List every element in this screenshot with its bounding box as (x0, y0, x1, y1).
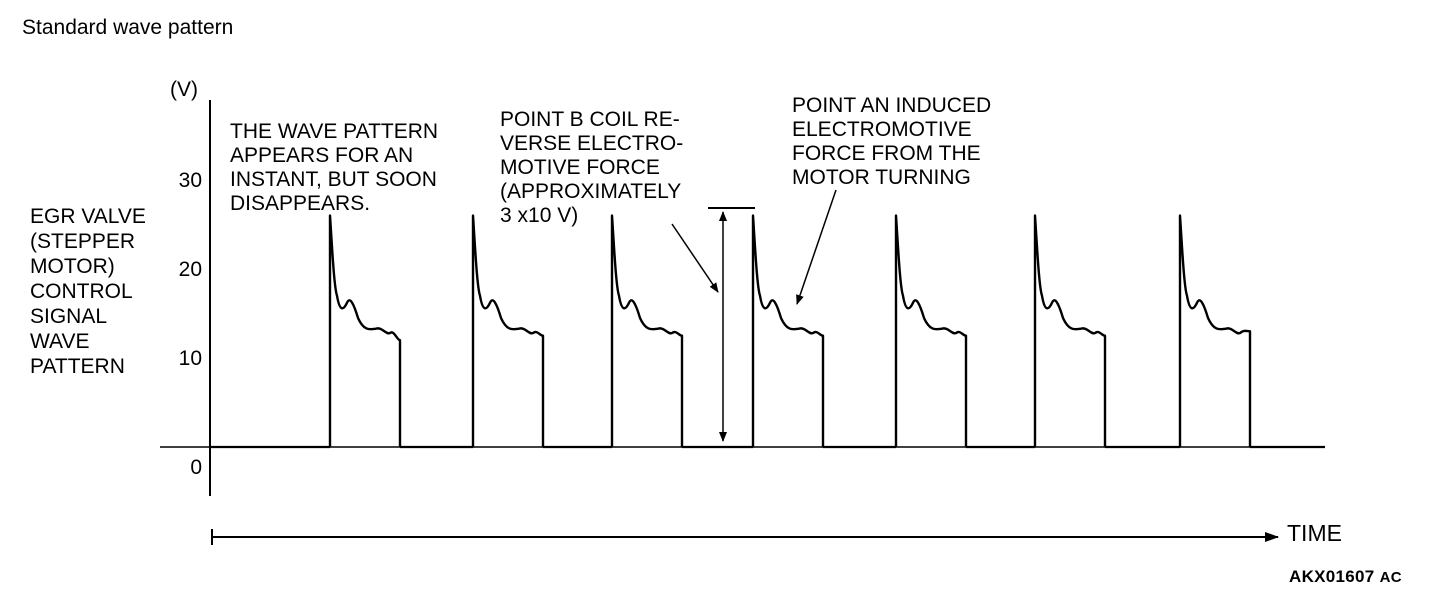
annotation-line: THE WAVE PATTERN (230, 120, 439, 143)
y-tick-label: 10 (179, 347, 202, 370)
waveform-pulse (894, 214, 968, 447)
y-axis-label-line: SIGNAL (30, 305, 108, 328)
y-axis-label-line: MOTOR) (30, 255, 115, 278)
annotation-point-a: POINT AN INDUCED ELECTROMOTIVE FORCE FRO… (792, 94, 1052, 190)
y-axis-label-line: (STEPPER (30, 230, 136, 253)
y-axis-label-line: PATTERN (30, 355, 125, 378)
annotation-line: FORCE FROM THE (792, 142, 981, 165)
y-tick-label: 0 (190, 456, 202, 479)
waveform-pulse (610, 214, 684, 447)
figure-code-suffix: AC (1379, 569, 1402, 586)
annotation-line: APPEARS FOR AN (230, 144, 414, 167)
axes: (V) (160, 78, 1325, 545)
annotation-line: DISAPPEARS. (230, 192, 371, 215)
callout-arrow-point-b (671, 223, 719, 293)
waveform (210, 214, 1325, 449)
waveform-pulse (1178, 214, 1252, 447)
y-axis-label: EGR VALVE (STEPPER MOTOR) CONTROL SIGNAL… (30, 204, 170, 379)
annotation-wave-appears: THE WAVE PATTERN APPEARS FOR AN INSTANT,… (230, 120, 500, 216)
y-tick-label: 30 (179, 169, 202, 192)
annotation-line: POINT B COIL RE- (500, 108, 680, 131)
annotation-line: VERSE ELECTRO- (500, 132, 684, 155)
y-axis-label-line: WAVE (30, 330, 90, 353)
callout-arrows (671, 189, 837, 442)
annotation-line: (APPROXIMATELY (500, 180, 682, 203)
y-tick-label: 20 (179, 258, 202, 281)
annotation-line: MOTIVE FORCE (500, 156, 660, 179)
waveform-pulse (751, 214, 825, 447)
y-axis-label-line: EGR VALVE (30, 205, 146, 228)
page-title: Standard wave pattern (22, 16, 234, 39)
y-axis-ticks: 0 10 20 30 (179, 169, 202, 479)
annotation-line: MOTOR TURNING (792, 166, 971, 189)
annotation-line: INSTANT, BUT SOON (230, 168, 437, 191)
figure-code-main: AKX01607 (1289, 567, 1375, 586)
annotation-line: ELECTROMOTIVE (792, 118, 972, 141)
waveform-pulse (471, 214, 545, 447)
x-axis-label: TIME (1287, 520, 1342, 546)
figure-code: AKX01607 AC (1289, 567, 1402, 587)
waveform-pulse (328, 214, 402, 447)
annotation-point-b: POINT B COIL RE- VERSE ELECTRO- MOTIVE F… (500, 108, 740, 228)
y-axis-label-line: CONTROL (30, 280, 133, 303)
annotation-line: 3 x10 V) (500, 204, 579, 227)
y-axis-unit: (V) (170, 78, 198, 101)
callout-arrow-point-a (796, 189, 837, 305)
annotation-line: POINT AN INDUCED (792, 94, 992, 117)
waveform-pulse (1033, 214, 1107, 447)
